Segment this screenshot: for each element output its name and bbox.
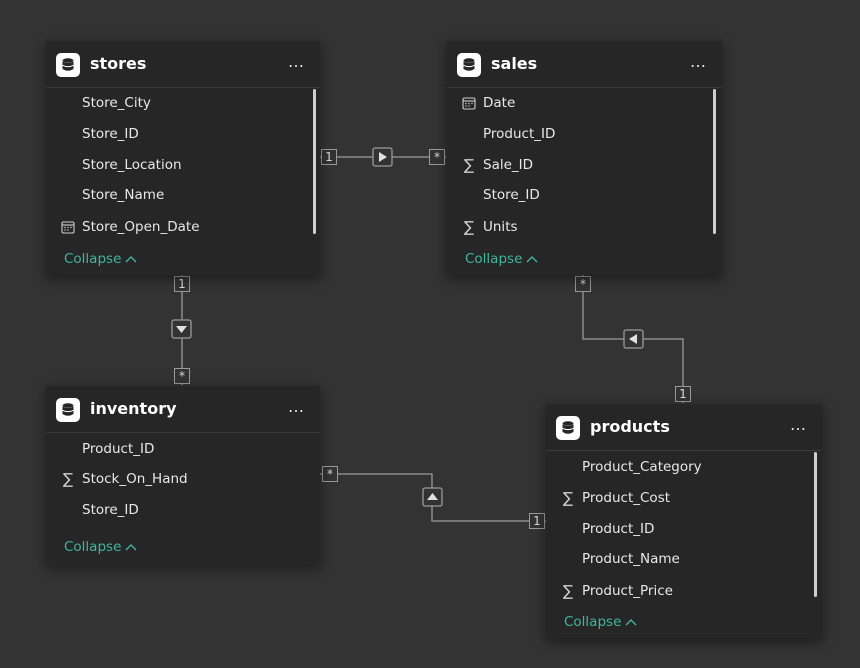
table-card-products[interactable]: products … Product_Category ∑ Product_Co… bbox=[546, 403, 822, 638]
table-header[interactable]: products … bbox=[546, 404, 822, 451]
cardinality-inventory-products-from: * bbox=[322, 466, 338, 482]
field-row[interactable]: Product_Category bbox=[546, 457, 822, 479]
table-title: inventory bbox=[90, 399, 177, 418]
arrow-left-icon[interactable] bbox=[623, 329, 644, 349]
table-icon bbox=[56, 398, 80, 422]
field-label: Product_Category bbox=[582, 459, 702, 475]
table-icon bbox=[56, 53, 80, 77]
more-options-button[interactable]: … bbox=[690, 52, 706, 71]
field-label: Store_ID bbox=[82, 502, 139, 518]
more-options-button[interactable]: … bbox=[288, 397, 304, 416]
field-row[interactable]: ∑ Units bbox=[447, 217, 722, 239]
collapse-button[interactable]: Collapse bbox=[465, 251, 538, 267]
field-row[interactable]: Store_ID bbox=[46, 124, 320, 146]
field-label: Store_Name bbox=[82, 187, 165, 203]
table-title: products bbox=[590, 417, 670, 436]
more-options-button[interactable]: … bbox=[790, 415, 806, 434]
field-label: Store_Open_Date bbox=[82, 219, 200, 235]
table-header[interactable]: inventory … bbox=[46, 386, 320, 433]
collapse-label: Collapse bbox=[64, 539, 122, 555]
calendar-icon bbox=[461, 95, 477, 111]
field-label: Stock_On_Hand bbox=[82, 471, 188, 487]
cardinality-stores-sales-from: 1 bbox=[321, 149, 337, 165]
scrollbar[interactable] bbox=[814, 452, 817, 597]
chevron-up-icon bbox=[526, 252, 538, 266]
scrollbar[interactable] bbox=[713, 89, 716, 234]
arrow-right-icon[interactable] bbox=[372, 147, 393, 167]
field-label: Product_Price bbox=[582, 583, 673, 599]
table-icon bbox=[457, 53, 481, 77]
field-row[interactable]: Date bbox=[447, 93, 722, 115]
field-label: Sale_ID bbox=[483, 157, 534, 173]
collapse-label: Collapse bbox=[564, 614, 622, 630]
table-header[interactable]: sales … bbox=[447, 41, 722, 88]
field-label: Product_Cost bbox=[582, 490, 671, 506]
field-label: Date bbox=[483, 95, 516, 111]
table-header[interactable]: stores … bbox=[46, 41, 320, 88]
sigma-icon: ∑ bbox=[463, 156, 475, 174]
table-card-stores[interactable]: stores … Store_City Store_ID Store_Locat… bbox=[46, 40, 320, 275]
field-label: Store_ID bbox=[82, 126, 139, 142]
arrow-down-icon[interactable] bbox=[171, 319, 192, 339]
collapse-label: Collapse bbox=[465, 251, 523, 267]
field-row[interactable]: Product_ID bbox=[447, 124, 722, 146]
chevron-up-icon bbox=[125, 540, 137, 554]
field-row[interactable]: Store_Location bbox=[46, 155, 320, 177]
field-row[interactable]: ∑ Product_Price bbox=[546, 581, 822, 603]
field-label: Store_Location bbox=[82, 157, 182, 173]
field-row[interactable]: Store_ID bbox=[46, 500, 320, 522]
cardinality-stores-sales-to: * bbox=[429, 149, 445, 165]
field-label: Product_ID bbox=[483, 126, 556, 142]
sigma-icon: ∑ bbox=[463, 218, 475, 236]
field-row[interactable]: Product_ID bbox=[546, 519, 822, 541]
scrollbar[interactable] bbox=[313, 89, 316, 234]
collapse-button[interactable]: Collapse bbox=[564, 614, 637, 630]
calendar-icon bbox=[60, 219, 76, 235]
field-row[interactable]: Product_ID bbox=[46, 439, 320, 461]
field-label: Product_Name bbox=[582, 551, 680, 567]
table-title: sales bbox=[491, 54, 538, 73]
field-row[interactable]: ∑ Stock_On_Hand bbox=[46, 469, 320, 491]
field-row[interactable]: Product_Name bbox=[546, 549, 822, 571]
field-row[interactable]: ∑ Sale_ID bbox=[447, 155, 722, 177]
collapse-button[interactable]: Collapse bbox=[64, 251, 137, 267]
field-label: Product_ID bbox=[582, 521, 655, 537]
arrow-up-icon[interactable] bbox=[422, 487, 443, 507]
sigma-icon: ∑ bbox=[62, 470, 74, 488]
field-label: Product_ID bbox=[82, 441, 155, 457]
collapse-button[interactable]: Collapse bbox=[64, 539, 137, 555]
field-label: Units bbox=[483, 219, 518, 235]
cardinality-inventory-products-to: 1 bbox=[529, 513, 545, 529]
collapse-label: Collapse bbox=[64, 251, 122, 267]
field-label: Store_ID bbox=[483, 187, 540, 203]
table-icon bbox=[556, 416, 580, 440]
cardinality-sales-products-to: 1 bbox=[675, 386, 691, 402]
cardinality-stores-inventory-to: * bbox=[174, 368, 190, 384]
sigma-icon: ∑ bbox=[562, 489, 574, 507]
cardinality-stores-inventory-from: 1 bbox=[174, 276, 190, 292]
field-label: Store_City bbox=[82, 95, 151, 111]
table-card-sales[interactable]: sales … Date Product_ID ∑ Sale_ID Store_… bbox=[447, 40, 722, 275]
field-row[interactable]: ∑ Product_Cost bbox=[546, 488, 822, 510]
field-row[interactable]: Store_Open_Date bbox=[46, 217, 320, 239]
field-row[interactable]: Store_Name bbox=[46, 185, 320, 207]
field-row[interactable]: Store_City bbox=[46, 93, 320, 115]
table-card-inventory[interactable]: inventory … Product_ID ∑ Stock_On_Hand S… bbox=[46, 385, 320, 564]
more-options-button[interactable]: … bbox=[288, 52, 304, 71]
cardinality-sales-products-from: * bbox=[575, 276, 591, 292]
table-title: stores bbox=[90, 54, 147, 73]
chevron-up-icon bbox=[125, 252, 137, 266]
field-row[interactable]: Store_ID bbox=[447, 185, 722, 207]
chevron-up-icon bbox=[625, 615, 637, 629]
sigma-icon: ∑ bbox=[562, 582, 574, 600]
